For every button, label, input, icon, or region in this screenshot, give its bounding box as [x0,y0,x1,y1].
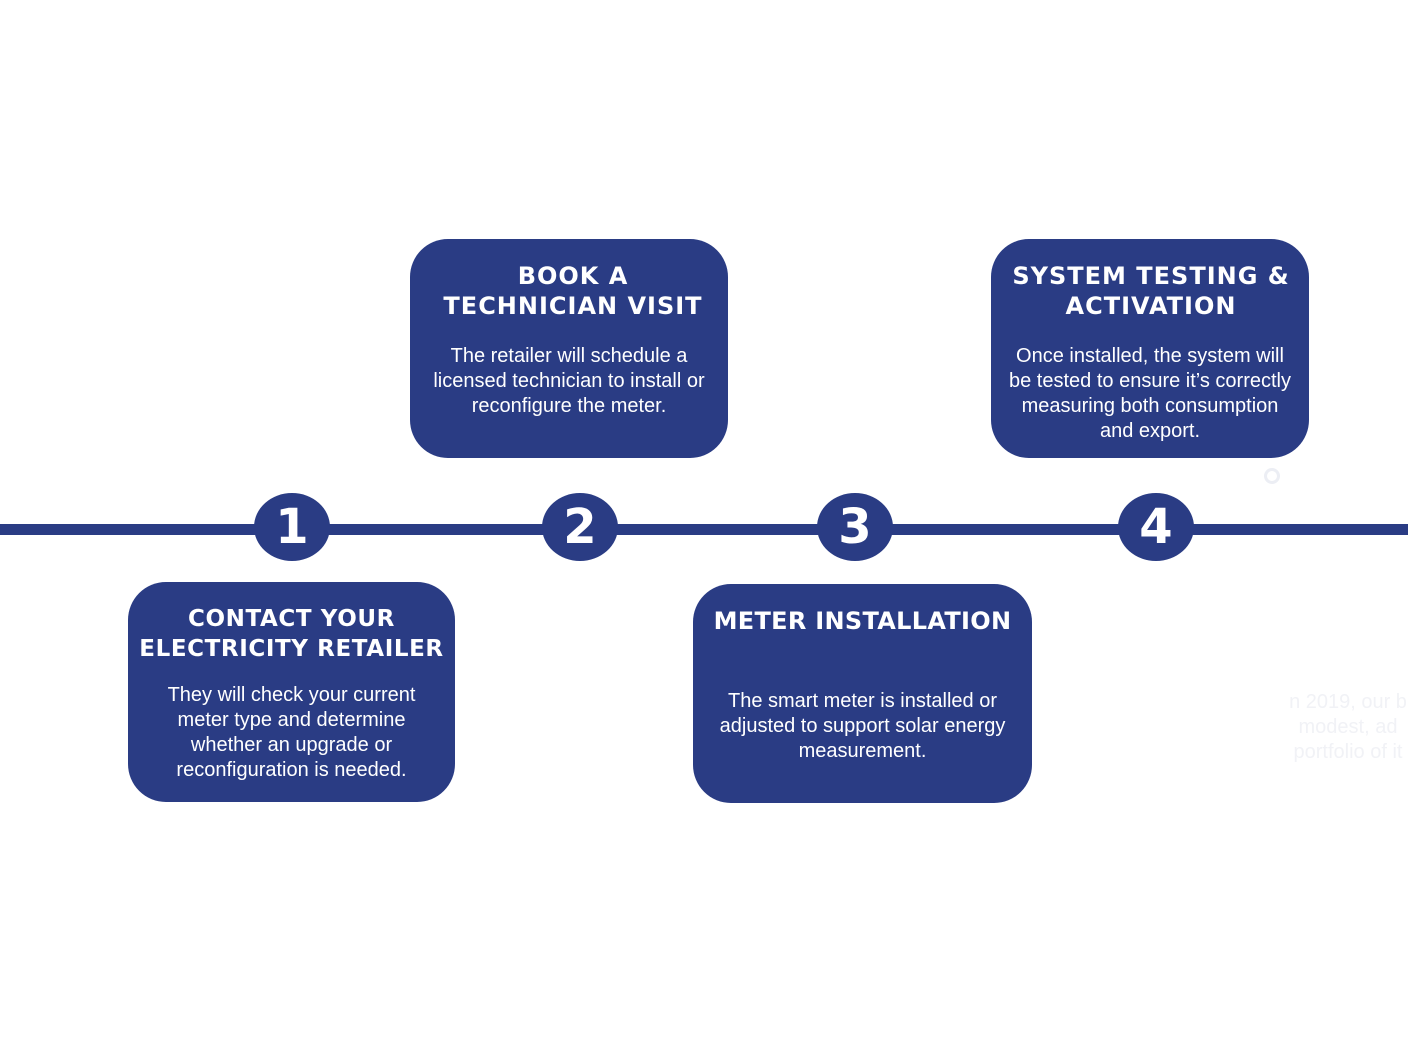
step-1-title: CONTACT YOUR ELECTRICITY RETAILER [139,606,444,662]
step-4-description: Once installed, the system will be teste… [1009,345,1291,442]
step-1-description: They will check your current meter type … [167,684,416,781]
step-4-title: SYSTEM TESTING & ACTIVATION [1012,262,1290,320]
faint-circle-icon [1264,468,1280,484]
step-3-title: METER INSTALLATION [713,607,1012,635]
step-1-card: CONTACT YOUR ELECTRICITY RETAILER They w… [128,582,455,802]
step-2-title: BOOK A TECHNICIAN VISIT [443,262,703,320]
faded-background-text: n 2019, our b modest, ad portfolio of it [1289,691,1407,763]
step-2-marker: 2 [542,493,618,561]
step-2-description: The retailer will schedule a licensed te… [433,345,705,417]
step-1-marker: 1 [254,493,330,561]
timeline-line [0,524,1408,535]
step-2-card: BOOK A TECHNICIAN VISIT The retailer wil… [410,239,728,458]
step-3-card: METER INSTALLATION The smart meter is in… [693,584,1032,803]
step-3-marker: 3 [817,493,893,561]
step-3-description: The smart meter is installed or adjusted… [719,690,1006,762]
step-4-card: SYSTEM TESTING & ACTIVATION Once install… [991,239,1309,458]
step-4-marker: 4 [1118,493,1194,561]
